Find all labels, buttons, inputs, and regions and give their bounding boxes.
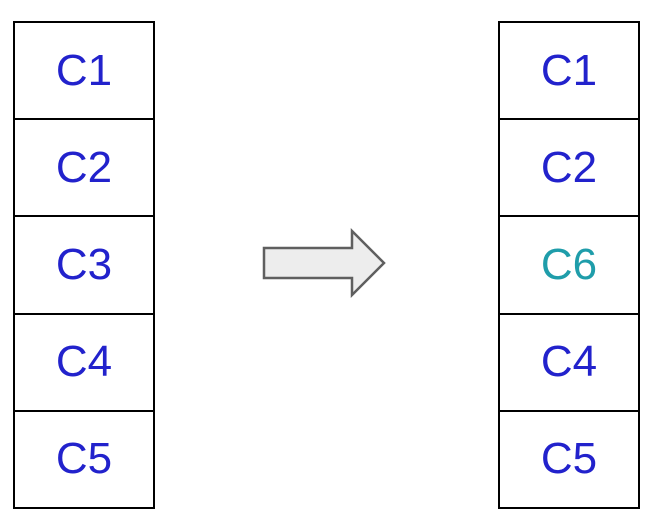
left-cell-c5: C5 xyxy=(55,434,113,484)
left-cell-c4: C4 xyxy=(15,315,153,412)
right-cell-c5: C5 xyxy=(540,434,598,484)
right-arrow-icon xyxy=(262,227,386,299)
left-cell-c3: C3 xyxy=(15,217,153,315)
right-cell-c2: C2 xyxy=(500,120,638,218)
left-column-stack: C1 C2 C3 C4 C5 xyxy=(13,21,155,509)
right-arrow-shape xyxy=(262,227,386,299)
left-cell-c2: C2 xyxy=(15,120,153,218)
left-cell-c1: C1 xyxy=(15,23,153,121)
right-cell-c1: C1 xyxy=(500,23,638,121)
right-column-stack: C1 C2 C6 C4 C5 xyxy=(498,21,640,509)
right-cell-c6: C6 xyxy=(500,217,638,315)
right-cell-c4: C4 xyxy=(500,315,638,412)
